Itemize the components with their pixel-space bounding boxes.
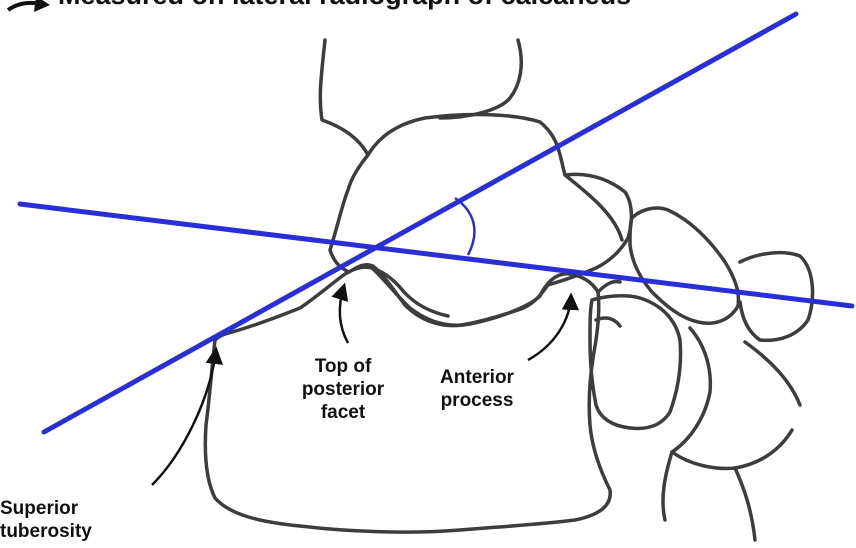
label-superior-tuberosity: Superior tuberosity <box>0 497 120 543</box>
label-line: Anterior <box>412 366 542 389</box>
talus-outline <box>320 40 631 326</box>
label-line: facet <box>278 401 408 424</box>
leader-arrow-posterior-facet <box>340 286 348 343</box>
diagram-title: Measured on lateral radiograph of calcan… <box>58 0 631 11</box>
facet-anterior-process-line <box>20 204 852 306</box>
label-anterior-process: Anterior process <box>412 366 542 412</box>
bohler-angle-arc <box>455 198 474 255</box>
arrow-right-icon <box>8 0 50 12</box>
leader-arrow-anterior-process <box>528 296 571 360</box>
label-line: Superior <box>0 497 120 520</box>
label-top-of-posterior-facet: Top of posterior facet <box>278 355 408 424</box>
cuboid-outline <box>590 296 681 429</box>
label-line: posterior <box>278 378 408 401</box>
navicular-outline <box>630 208 738 323</box>
label-line: process <box>412 389 542 412</box>
label-line: Top of <box>278 355 408 378</box>
label-line: tuberosity <box>0 520 120 543</box>
